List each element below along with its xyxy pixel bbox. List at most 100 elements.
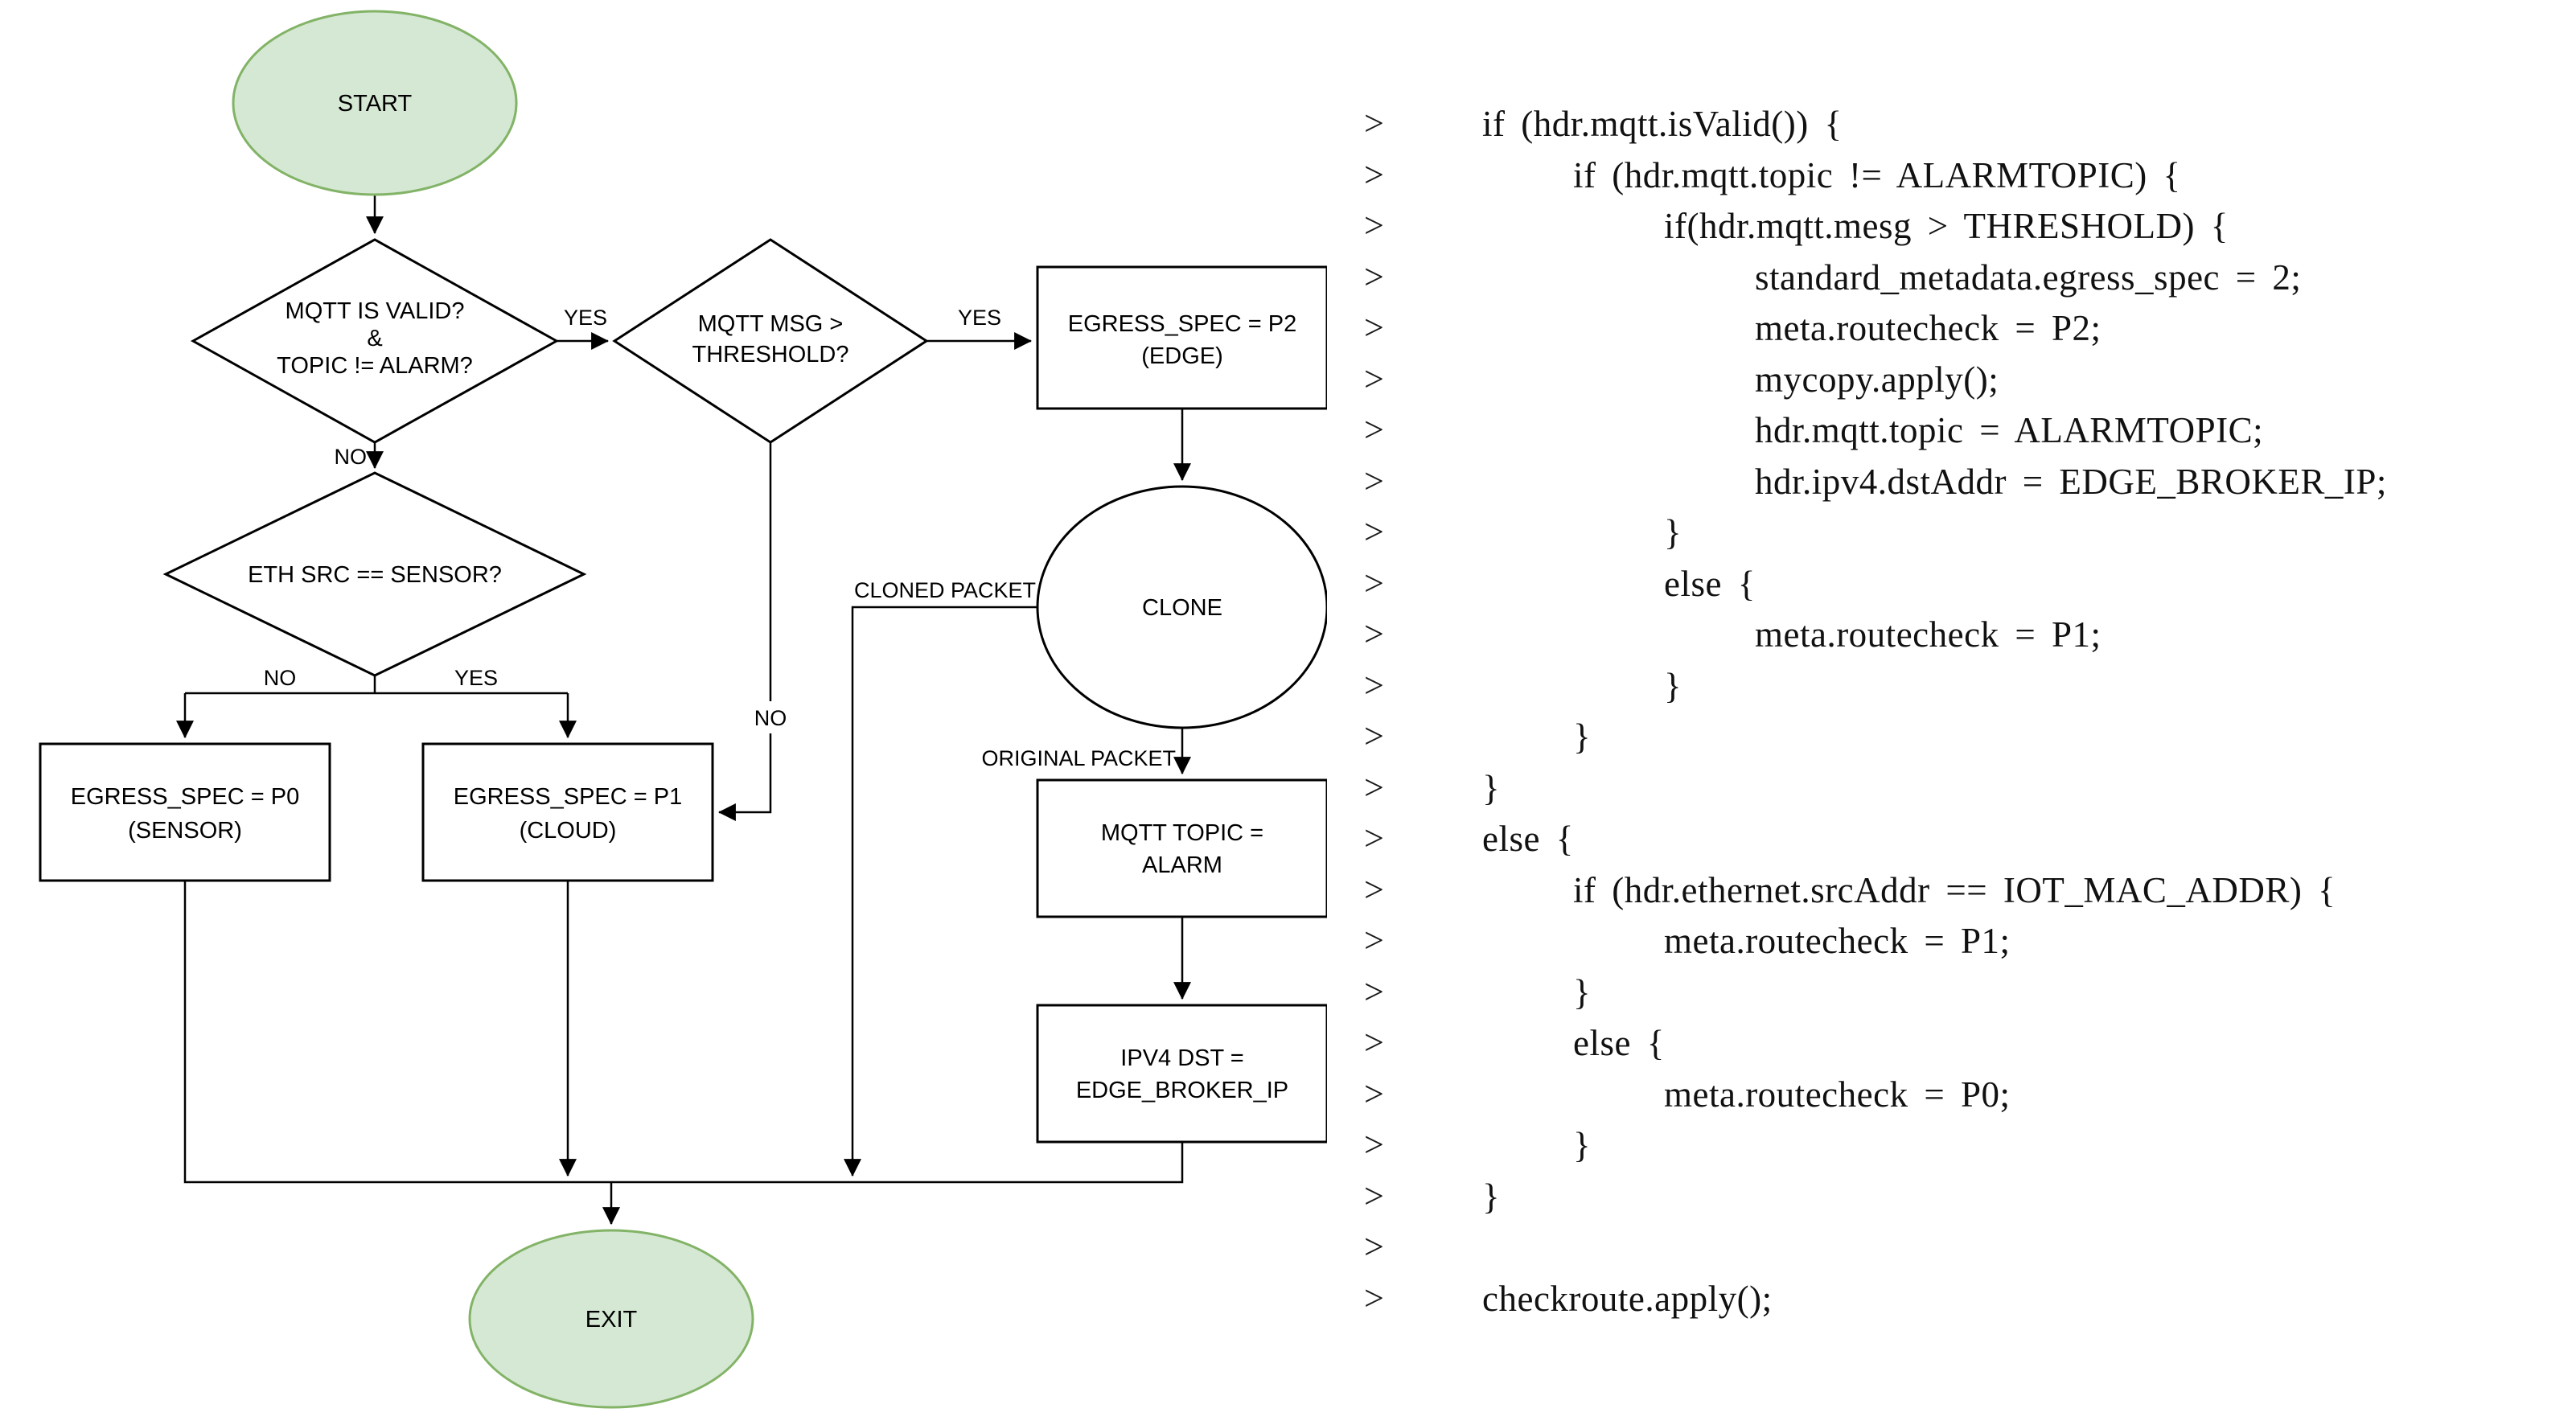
decision-threshold-line1: MQTT MSG > (698, 311, 844, 337)
label-no-threshold-bg (746, 701, 795, 733)
label-cloned-packet: CLONED PACKET (854, 578, 1036, 602)
clone-node (1036, 485, 1327, 729)
exit-label: EXIT (585, 1307, 638, 1333)
flow-edges (176, 195, 1191, 1226)
code-line: > } (1327, 716, 2576, 767)
code-text: } (1573, 971, 1592, 1012)
decision-eth-src (162, 471, 587, 677)
code-line: > else { (1327, 563, 2576, 614)
code-prompt: > (1364, 1125, 1384, 1164)
code-prompt: > (1364, 512, 1384, 552)
edge-threshold-no-to-p1 (717, 442, 772, 821)
process-mqtt-topic-alarm-line1: MQTT TOPIC = (1101, 820, 1263, 846)
decision-threshold (612, 238, 929, 444)
code-prompt: > (1364, 206, 1384, 245)
decision-mqtt-valid-line1: MQTT IS VALID? (286, 298, 465, 324)
code-line: > } (1327, 767, 2576, 819)
code-text: hdr.mqtt.topic = ALARMTOPIC; (1755, 410, 2264, 450)
label-yes-valid: YES (564, 306, 607, 330)
clone-label: CLONE (1142, 595, 1222, 621)
code-text: else { (1664, 563, 1756, 604)
code-prompt: > (1364, 1278, 1384, 1318)
code-panel: > if (hdr.mqtt.isValid()) { > if (hdr.mq… (1327, 103, 2576, 1328)
process-ipv4-dst-line1: IPV4 DST = (1120, 1045, 1243, 1071)
code-line: > (1327, 1226, 2576, 1278)
code-line: > checkroute.apply(); (1327, 1278, 2576, 1329)
code-line: > meta.routecheck = P0; (1327, 1074, 2576, 1125)
code-line: > } (1327, 511, 2576, 563)
code-line: > meta.routecheck = P1; (1327, 920, 2576, 971)
code-prompt: > (1364, 104, 1384, 143)
code-line: > else { (1327, 818, 2576, 869)
code-line: > if(hdr.mqtt.mesg > THRESHOLD) { (1327, 205, 2576, 257)
label-original-packet: ORIGINAL PACKET (981, 746, 1176, 770)
edge-p0-collector-ipv4 (183, 881, 1184, 1184)
process-egress-p1-line1: EGRESS_SPEC = P1 (454, 784, 683, 810)
code-prompt: > (1364, 410, 1384, 450)
code-prompt: > (1364, 154, 1384, 195)
code-line: > } (1327, 665, 2576, 717)
code-text: meta.routecheck = P2; (1755, 308, 2101, 348)
code-line: > mycopy.apply(); (1327, 359, 2576, 410)
code-text: checkroute.apply(); (1482, 1278, 1773, 1319)
process-egress-p2-line2: (EDGE) (1141, 343, 1223, 369)
code-text: meta.routecheck = P1; (1755, 614, 2101, 655)
code-text: meta.routecheck = P1; (1664, 921, 2011, 961)
code-text: if (hdr.mqtt.topic != ALARMTOPIC) { (1573, 154, 2181, 195)
code-prompt: > (1364, 614, 1384, 654)
process-egress-p0-line2: (SENSOR) (128, 818, 242, 844)
code-line: > standard_metadata.egress_spec = 2; (1327, 257, 2576, 308)
code-prompt: > (1364, 308, 1384, 347)
code-prompt: > (1364, 359, 1384, 399)
code-prompt: > (1364, 257, 1384, 297)
code-text: } (1482, 1176, 1501, 1217)
process-egress-p2-line1: EGRESS_SPEC = P2 (1068, 311, 1297, 337)
code-prompt: > (1364, 1074, 1384, 1114)
edge-cloned-packet (844, 606, 1040, 1177)
start-terminal (232, 10, 518, 196)
code-prompt: > (1364, 563, 1384, 603)
code-line: > hdr.ipv4.dstAddr = EDGE_BROKER_IP; (1327, 461, 2576, 512)
code-prompt: > (1364, 869, 1384, 910)
code-prompt: > (1364, 819, 1384, 858)
label-no-valid: NO (335, 445, 368, 469)
code-prompt: > (1364, 461, 1384, 501)
code-line: > if (hdr.mqtt.topic != ALARMTOPIC) { (1327, 154, 2576, 206)
code-text: if(hdr.mqtt.mesg > THRESHOLD) { (1664, 206, 2229, 246)
code-text: } (1664, 665, 1682, 706)
code-text: if (hdr.ethernet.srcAddr == IOT_MAC_ADDR… (1573, 869, 2336, 910)
label-no-eth: NO (264, 666, 297, 690)
code-text: } (1482, 767, 1501, 808)
edge-eth-split-stem (185, 676, 568, 695)
label-yes-threshold: YES (958, 306, 1001, 330)
process-egress-p2 (1036, 265, 1327, 410)
exit-terminal (468, 1229, 754, 1409)
decision-eth-src-label: ETH SRC == SENSOR? (248, 562, 502, 588)
decision-threshold-line2: THRESHOLD? (692, 342, 849, 368)
code-line: > } (1327, 1124, 2576, 1176)
code-line: > meta.routecheck = P1; (1327, 614, 2576, 665)
code-text: if (hdr.mqtt.isValid()) { (1482, 104, 1843, 144)
code-line: > if (hdr.ethernet.srcAddr == IOT_MAC_AD… (1327, 869, 2576, 921)
code-text: } (1664, 512, 1682, 552)
code-line: > } (1327, 971, 2576, 1023)
code-prompt: > (1364, 1176, 1384, 1216)
code-prompt: > (1364, 665, 1384, 705)
code-prompt: > (1364, 971, 1384, 1012)
code-prompt: > (1364, 1023, 1384, 1062)
code-text: else { (1482, 819, 1574, 859)
process-egress-p1 (421, 742, 714, 882)
code-text: standard_metadata.egress_spec = 2; (1755, 257, 2302, 298)
process-mqtt-topic-alarm (1036, 778, 1327, 918)
code-prompt: > (1364, 767, 1384, 807)
flowchart: START MQTT IS VALID? & TOPIC != ALARM? M… (39, 10, 1327, 1409)
label-yes-eth: YES (454, 666, 498, 690)
code-line: > if (hdr.mqtt.isValid()) { (1327, 103, 2576, 154)
code-text: hdr.ipv4.dstAddr = EDGE_BROKER_IP; (1755, 461, 2387, 502)
code-prompt: > (1364, 717, 1384, 756)
code-text: meta.routecheck = P0; (1664, 1074, 2011, 1115)
process-mqtt-topic-alarm-line2: ALARM (1142, 852, 1222, 878)
code-text: } (1573, 717, 1592, 757)
process-egress-p0-line1: EGRESS_SPEC = P0 (71, 784, 300, 810)
